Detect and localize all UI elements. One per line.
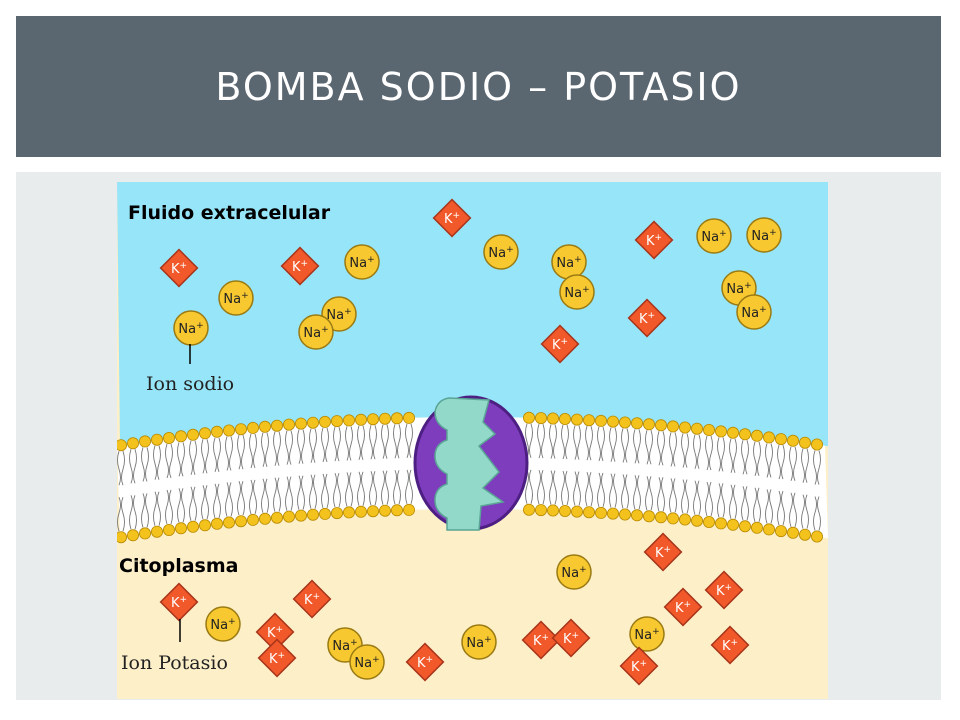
potassium-callout: Ion Potasio (121, 652, 228, 674)
potassium-ion: K+ (255, 612, 295, 652)
potassium-ion: K+ (257, 638, 297, 678)
sodium-ion: Na+ (344, 244, 380, 280)
extracellular-label: Fluido extracelular (128, 202, 331, 224)
potassium-ion: K+ (627, 298, 667, 338)
sodium-callout: Ion sodio (146, 373, 234, 395)
potassium-ion: K+ (432, 198, 472, 238)
potassium-ion: K+ (634, 220, 674, 260)
sodium-ion: Na+ (736, 294, 772, 330)
sodium-ion: Na+ (629, 616, 665, 652)
potassium-ion: K+ (292, 579, 332, 619)
sodium-ion: Na+ (556, 554, 592, 590)
potassium-ion: K+ (159, 248, 199, 288)
sodium-ion: Na+ (205, 606, 241, 642)
potassium-ion: K+ (619, 646, 659, 686)
potassium-ion: K+ (551, 618, 591, 658)
potassium-ion: K+ (521, 620, 561, 660)
sodium-ion: Na+ (746, 217, 782, 253)
sodium-ion: Na+ (696, 218, 732, 254)
sodium-ion: Na+ (349, 644, 385, 680)
cytoplasm-label: Citoplasma (119, 555, 238, 577)
potassium-ion: K+ (704, 570, 744, 610)
potassium-ion: K+ (643, 532, 683, 572)
potassium-ion: K+ (280, 246, 320, 286)
sodium-ion: Na+ (551, 244, 587, 280)
slide-title: BOMBA SODIO – POTASIO (215, 64, 742, 109)
potassium-ion: K+ (540, 324, 580, 364)
sodium-ion: Na+ (173, 310, 209, 346)
sodium-potassium-pump-diagram: K+Na+Na+Na+K+Na+Na+Na+Na+K+K+K+K+Na+Na+N… (117, 182, 828, 699)
potassium-ion: K+ (710, 625, 750, 665)
sodium-potassium-pump (413, 395, 529, 531)
potassium-ion: K+ (159, 582, 199, 622)
sodium-ion: Na+ (298, 314, 334, 350)
potassium-ion: K+ (405, 642, 445, 682)
sodium-ion: Na+ (461, 624, 497, 660)
slide-title-bar: BOMBA SODIO – POTASIO (16, 16, 941, 157)
sodium-ion: Na+ (218, 280, 254, 316)
sodium-ion: Na+ (483, 234, 519, 270)
potassium-ion: K+ (663, 587, 703, 627)
sodium-ion: Na+ (559, 274, 595, 310)
